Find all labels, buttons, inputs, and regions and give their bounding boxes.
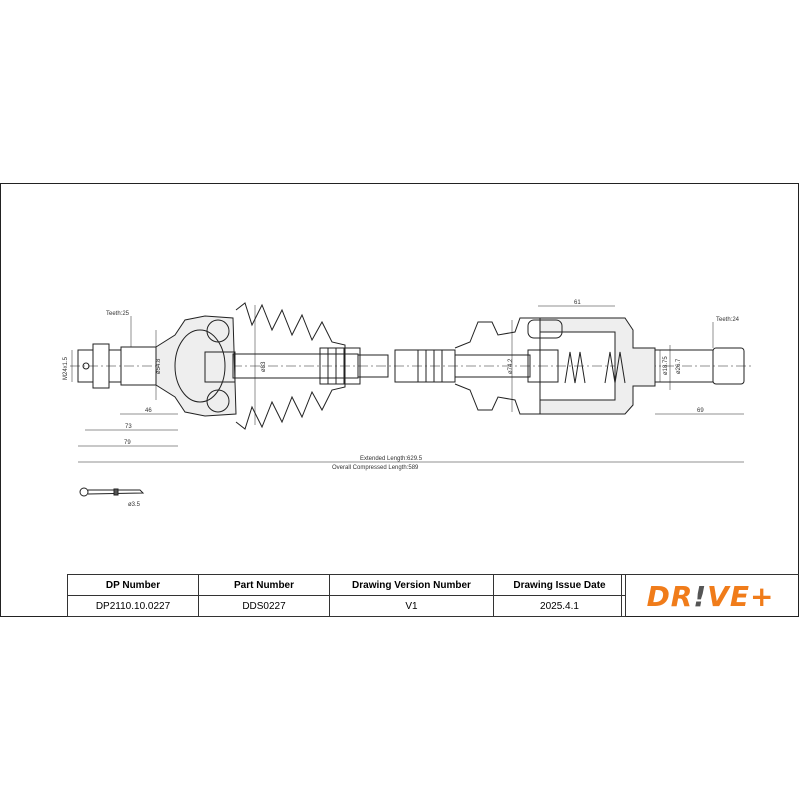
drawing-frame xyxy=(0,183,799,617)
outer-boot xyxy=(235,302,346,430)
label-dia-seal: ø18.75 xyxy=(663,356,669,375)
drive-plus-logo: DR!VE+ xyxy=(621,574,799,617)
label-dia-spline: ø26.7 xyxy=(676,358,682,374)
inner-tripod-housing xyxy=(539,317,656,415)
header-issue-date: Drawing Issue Date xyxy=(493,574,626,596)
logo-text: ! xyxy=(693,579,708,613)
label-dia-boot: ø83 xyxy=(261,361,267,372)
value-part-number: DDS0227 xyxy=(198,595,330,617)
label-46: 46 xyxy=(145,408,152,414)
left-stub-axle xyxy=(77,343,157,389)
label-69: 69 xyxy=(697,408,704,414)
label-extended-length: Extended Length:629.5 xyxy=(360,456,423,462)
label-thread: M24x1.5 xyxy=(63,356,69,380)
label-right-teeth: Teeth:24 xyxy=(716,317,740,323)
label-61: 61 xyxy=(574,300,581,306)
cotter-pin xyxy=(79,487,145,497)
label-dia-seat: ø54.8 xyxy=(156,358,162,374)
label-dia-tripod: ø74.2 xyxy=(508,358,514,374)
label-compressed-length: Overall Compressed Length:589 xyxy=(332,465,419,471)
label-pin-dia: ø3.5 xyxy=(128,502,141,508)
dimension-lines xyxy=(71,305,744,463)
value-dp-number: DP2110.10.0227 xyxy=(67,595,199,617)
header-dp-number: DP Number xyxy=(67,574,199,596)
label-73: 73 xyxy=(125,424,132,430)
inner-boot xyxy=(454,317,541,415)
logo-text: DR xyxy=(646,579,694,613)
header-part-number: Part Number xyxy=(198,574,330,596)
label-79: 79 xyxy=(124,440,131,446)
label-left-teeth: Teeth:25 xyxy=(106,311,130,317)
value-issue-date: 2025.4.1 xyxy=(493,595,626,617)
title-block-table: DP Number Part Number Drawing Version Nu… xyxy=(67,574,626,617)
dimension-labels: Teeth:25 M24x1.5 ø54.8 ø83 46 73 79 Exte… xyxy=(63,300,740,508)
value-drawing-version: V1 xyxy=(329,595,494,617)
outer-cv-housing xyxy=(155,315,237,417)
logo-text: VE+ xyxy=(707,579,775,613)
header-drawing-version: Drawing Version Number xyxy=(329,574,494,596)
